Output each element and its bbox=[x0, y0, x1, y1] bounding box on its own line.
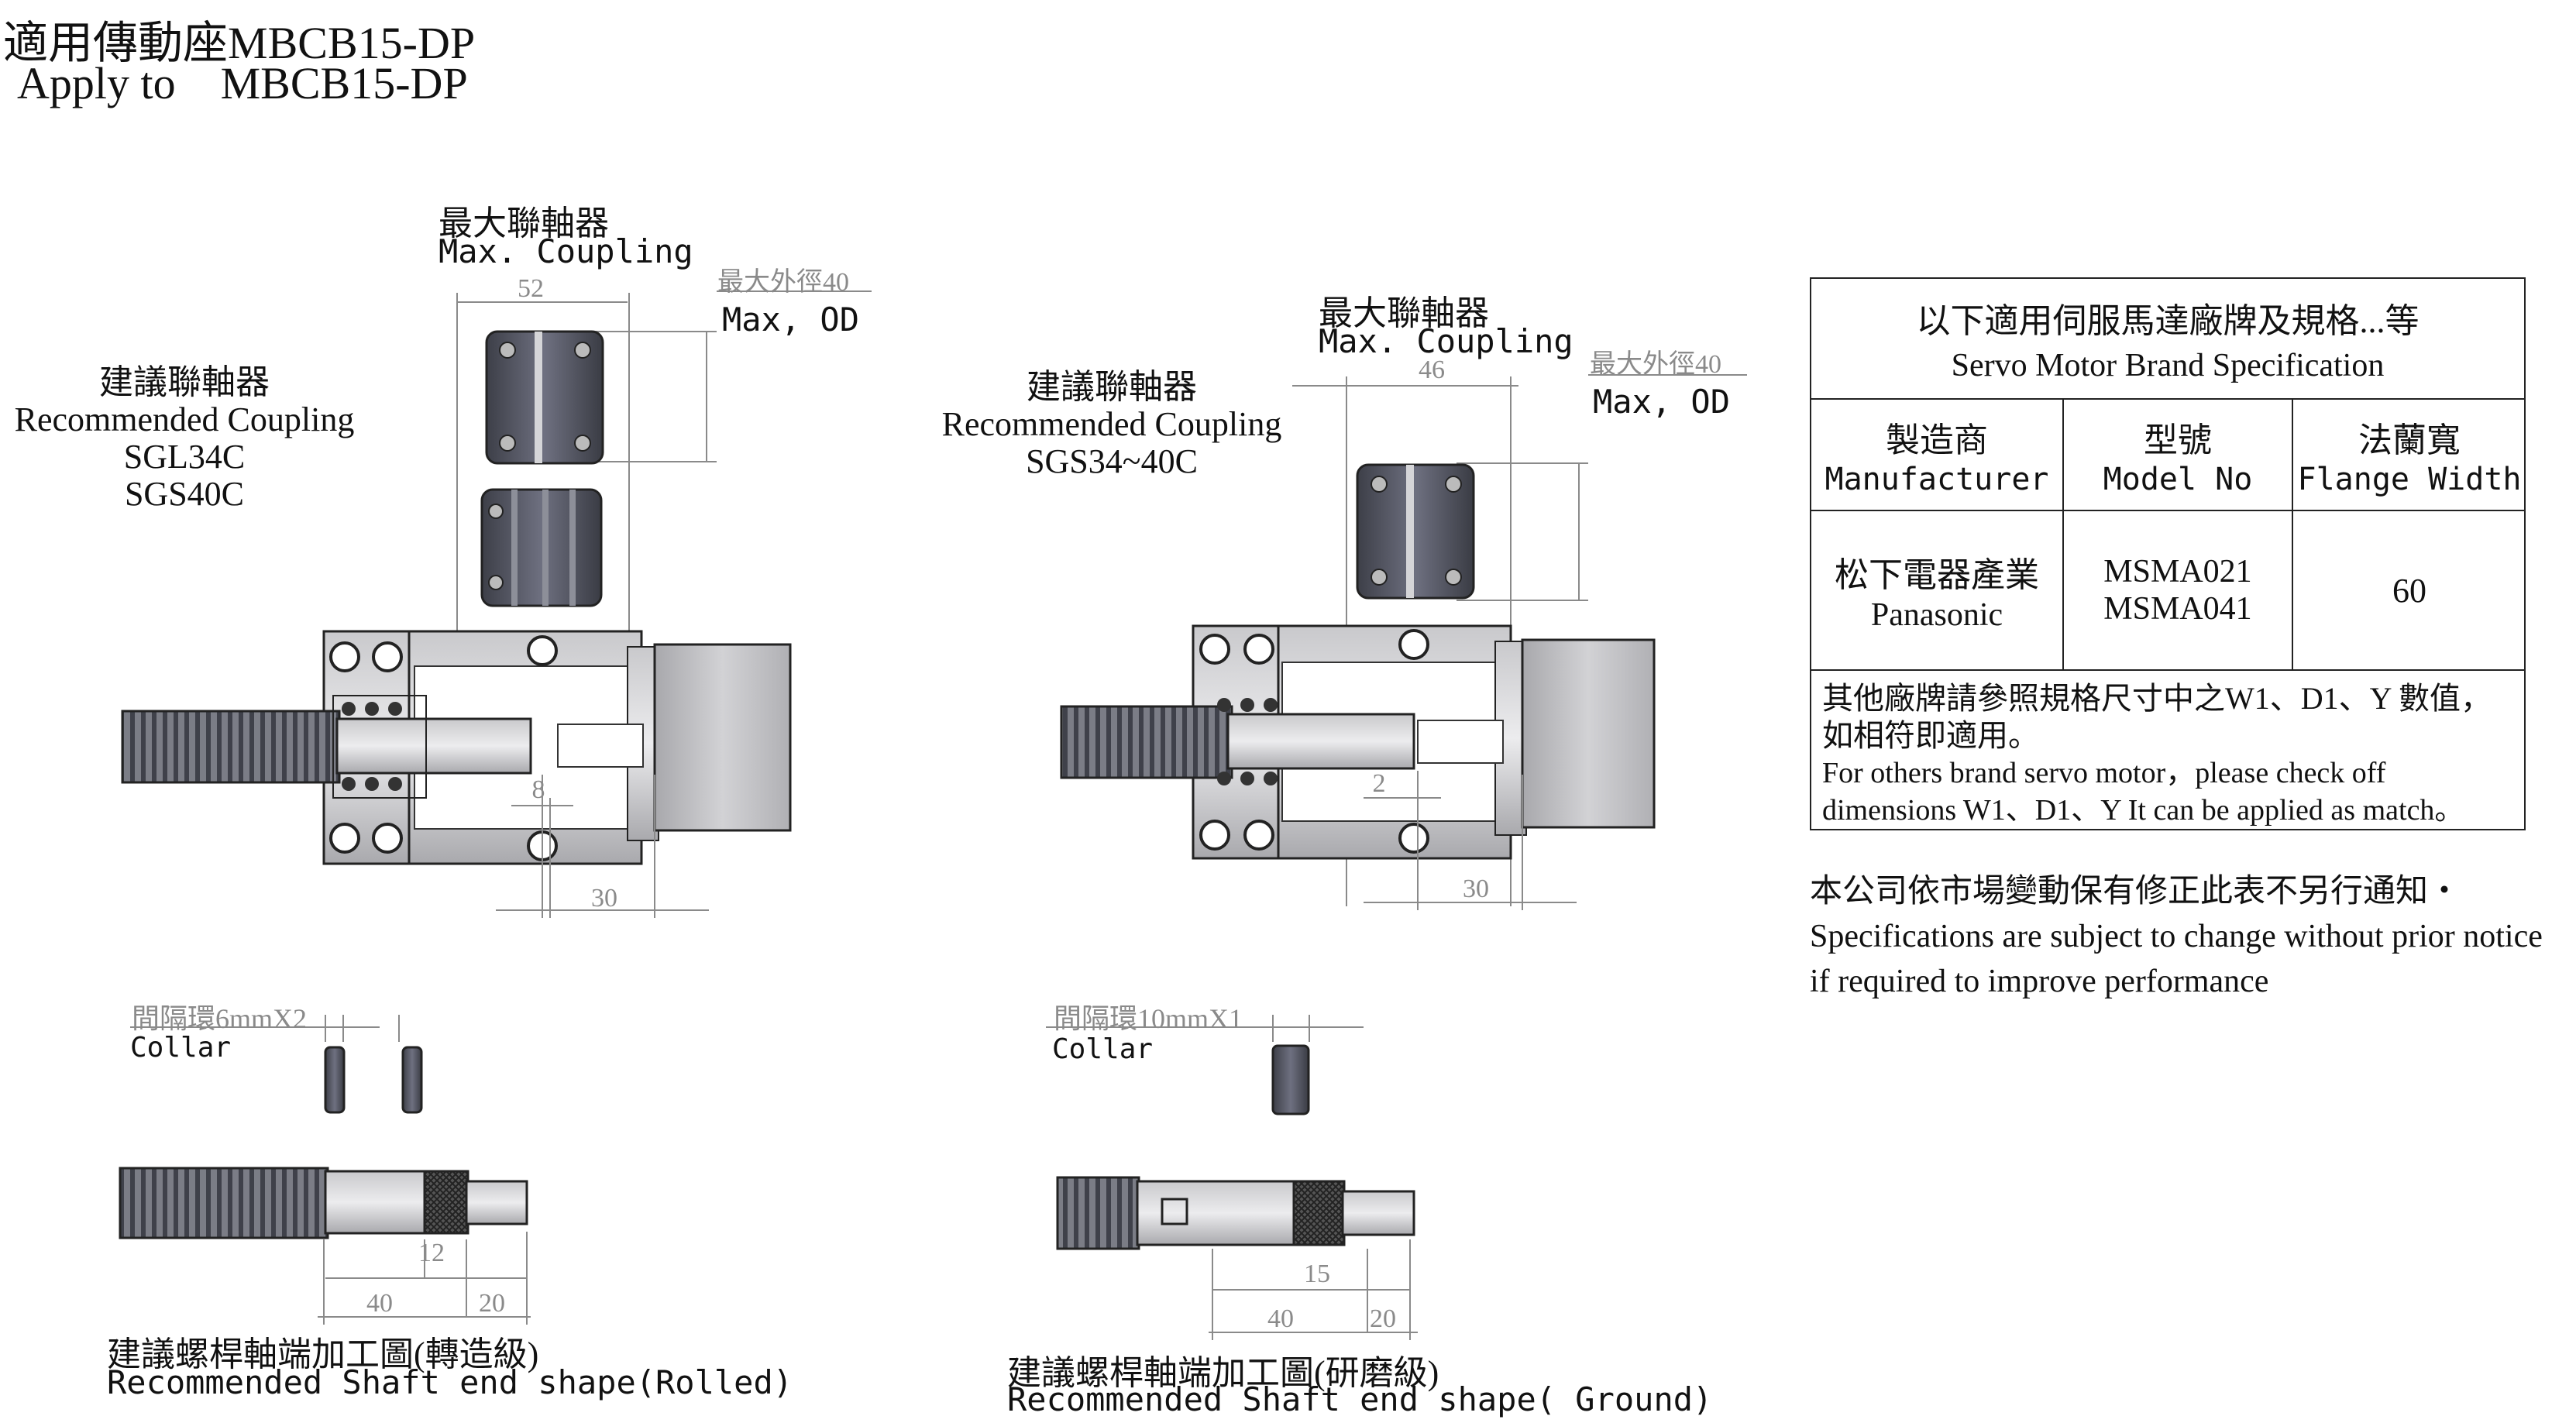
left-shaft-dim-40: 40 bbox=[366, 1289, 393, 1318]
maker-zh: 松下電器產業 bbox=[1835, 556, 2039, 594]
note-zh-1: 其他廠牌請參照規格尺寸中之W1、D1、Y 數值， bbox=[1822, 681, 2492, 716]
right-shaft-dim-40: 40 bbox=[1267, 1304, 1294, 1333]
left-max-od-zh: 最大外徑40 bbox=[717, 268, 849, 297]
right-shaft-zh: 建議螺桿軸端加工圖(研磨級) bbox=[1007, 1354, 1439, 1392]
page-title-en: Apply to MBCB15-DP bbox=[17, 58, 468, 108]
left-shaft-en: Recommended Shaft end shape(Rolled) bbox=[107, 1363, 793, 1401]
spec-header-row: 製造商 Manufacturer 型號 Model No 法蘭寬 Flange … bbox=[1811, 400, 2524, 511]
right-shaft-dim-20: 20 bbox=[1370, 1304, 1396, 1333]
spec-note: 其他廠牌請參照規格尺寸中之W1、D1、Y 數值， 如相符即適用。 For oth… bbox=[1822, 680, 2518, 829]
right-dim-gap: 2 bbox=[1373, 769, 1386, 798]
left-max-coupling-en: Max. Coupling bbox=[439, 232, 693, 270]
right-max-od-en: Max, OD bbox=[1593, 383, 1731, 421]
model-1: MSMA021 bbox=[2103, 554, 2252, 589]
left-shaft-dim-12: 12 bbox=[418, 1239, 445, 1267]
header-manufacturer-en: Manufacturer bbox=[1825, 462, 2049, 497]
left-max-od-en: Max, OD bbox=[722, 301, 860, 339]
left-rec-coupling: 建議聯軸器 Recommended Coupling SGL34C SGS40C bbox=[14, 364, 355, 513]
cell-flange: 60 bbox=[2293, 511, 2526, 669]
note-en-1: For others brand servo motor，please chec… bbox=[1822, 757, 2386, 789]
right-rec-coupling-zh: 建議聯軸器 bbox=[1027, 368, 1197, 406]
notice-zh: 本公司依市場變動保有修正此表不另行通知・ bbox=[1810, 874, 2461, 909]
header-model-zh: 型號 bbox=[2144, 421, 2212, 459]
right-max-od-zh: 最大外徑40 bbox=[1590, 350, 1721, 379]
note-en-2: dimensions W1、D1、Y It can be applied as … bbox=[1822, 794, 2464, 827]
spec-title-row: 以下適用伺服馬達廠牌及規格...等 Servo Motor Brand Spec… bbox=[1811, 279, 2524, 400]
left-rec-coupling-zh: 建議聯軸器 bbox=[99, 363, 270, 401]
right-max-coupling-zh: 最大聯軸器 bbox=[1319, 294, 1489, 332]
maker-en: Panasonic bbox=[1870, 597, 2003, 633]
page-title-zh: 適用傳動座MBCB15-DP bbox=[3, 18, 476, 68]
right-rec-coupling: 建議聯軸器 Recommended Coupling SGS34~40C bbox=[937, 369, 1286, 480]
left-max-coupling-zh: 最大聯軸器 bbox=[439, 205, 609, 242]
spec-title-en: Servo Motor Brand Specification bbox=[1951, 348, 2385, 383]
right-shaft-dim-15: 15 bbox=[1304, 1260, 1330, 1288]
notice-en-1: Specifications are subject to change wit… bbox=[1810, 919, 2543, 954]
right-collar-zh: 間隔環10mmX1 bbox=[1054, 1003, 1243, 1034]
flange-value: 60 bbox=[2392, 571, 2426, 610]
left-dim-bottom: 30 bbox=[591, 884, 617, 913]
right-assembly-drawing bbox=[1046, 374, 1747, 1340]
right-dim-bottom: 30 bbox=[1463, 875, 1489, 903]
right-collar-en: Collar bbox=[1052, 1033, 1154, 1065]
left-dim-gap: 8 bbox=[532, 775, 545, 804]
notice: 本公司依市場變動保有修正此表不另行通知・ Specifications are … bbox=[1810, 869, 2543, 1004]
left-dim-top: 52 bbox=[518, 274, 544, 303]
cell-model: MSMA021 MSMA041 bbox=[2064, 511, 2293, 669]
header-flange-en: Flange Width bbox=[2297, 462, 2522, 497]
left-rec-model-1: SGL34C bbox=[123, 438, 246, 476]
header-manufacturer-zh: 製造商 bbox=[1886, 421, 1988, 459]
right-shaft-en: Recommended Shaft end shape( Ground) bbox=[1007, 1380, 1713, 1418]
header-model: 型號 Model No bbox=[2064, 400, 2293, 510]
left-rec-coupling-en: Recommended Coupling bbox=[14, 400, 355, 438]
left-collar-en: Collar bbox=[130, 1032, 232, 1064]
spec-data-row: 松下電器產業 Panasonic MSMA021 MSMA041 60 bbox=[1811, 511, 2524, 671]
left-collar-zh: 間隔環6mmX2 bbox=[132, 1003, 308, 1034]
servo-spec-table: 以下適用伺服馬達廠牌及規格...等 Servo Motor Brand Spec… bbox=[1810, 277, 2526, 830]
header-manufacturer: 製造商 Manufacturer bbox=[1811, 400, 2064, 510]
right-rec-model: SGS34~40C bbox=[1026, 442, 1198, 480]
left-assembly-drawing bbox=[119, 290, 872, 1325]
notice-en-2: if required to improve performance bbox=[1810, 964, 2269, 999]
right-rec-coupling-en: Recommended Coupling bbox=[941, 405, 1282, 443]
right-dim-top: 46 bbox=[1419, 356, 1445, 384]
left-shaft-zh: 建議螺桿軸端加工圖(轉造級) bbox=[107, 1335, 539, 1373]
cell-maker: 松下電器產業 Panasonic bbox=[1811, 511, 2064, 669]
left-shaft-dim-20: 20 bbox=[479, 1289, 505, 1318]
right-max-coupling-en: Max. Coupling bbox=[1319, 322, 1573, 360]
model-2: MSMA041 bbox=[2103, 591, 2252, 627]
left-rec-model-2: SGS40C bbox=[124, 475, 245, 513]
header-flange-zh: 法蘭寬 bbox=[2358, 421, 2461, 459]
header-flange: 法蘭寬 Flange Width bbox=[2293, 400, 2526, 510]
spec-title-zh: 以下適用伺服馬達廠牌及規格...等 bbox=[1916, 302, 2420, 340]
note-zh-2: 如相符即適用。 bbox=[1822, 718, 2039, 753]
header-model-en: Model No bbox=[2103, 462, 2253, 497]
